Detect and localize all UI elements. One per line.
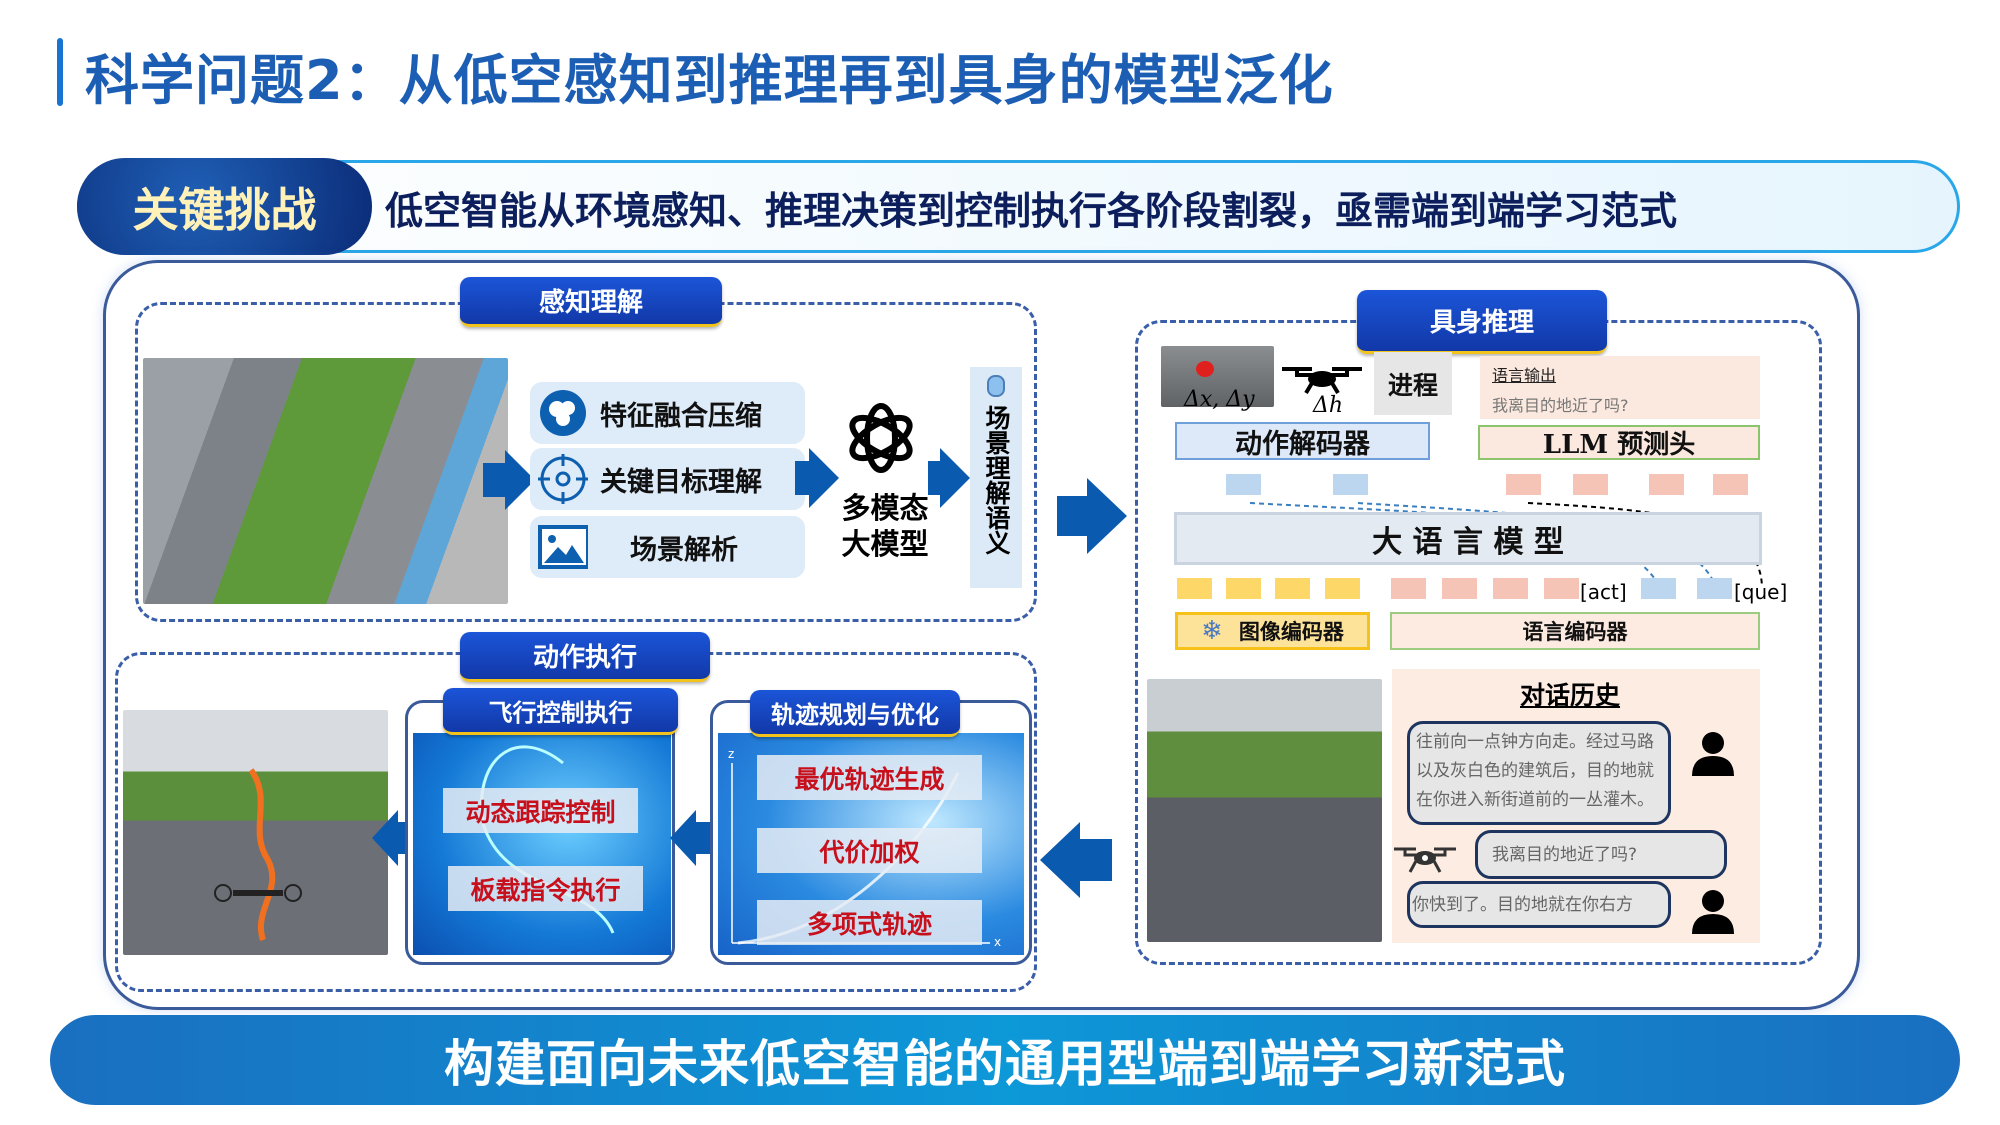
que-token-label: [que] [1734, 580, 1788, 604]
image-token [1226, 578, 1261, 599]
challenge-banner [77, 160, 1960, 253]
drone-icon [1392, 845, 1458, 877]
main-frame [103, 260, 1860, 1010]
target-icon [538, 454, 588, 504]
action-header: 动作执行 [460, 632, 710, 682]
embodied-header: 具身推理 [1357, 290, 1607, 354]
image-encoder-label: 图像编码器 [1238, 620, 1344, 644]
arrow-right-icon [928, 448, 970, 508]
polynomial-trajectory-label: 多项式轨迹 [757, 900, 982, 945]
action-decoder: 动作解码器 [1175, 422, 1430, 460]
arrow-left-icon [670, 810, 710, 866]
dialog-bubble-drone: 我离目的地近了吗? [1475, 830, 1727, 879]
language-output-text: 我离目的地近了吗? [1492, 396, 1629, 415]
scene-semantic-bar: 场景理解语义 [970, 367, 1022, 588]
optimal-trajectory-label: 最优轨迹生成 [757, 755, 982, 800]
action-token [1226, 474, 1261, 495]
image-token [1275, 578, 1310, 599]
model-line: 多模态 [841, 491, 929, 525]
feature-label: 场景解析 [630, 534, 738, 566]
text-token [1573, 474, 1608, 495]
arrow-right-icon [795, 448, 839, 508]
onboard-command-label: 板载指令执行 [448, 866, 643, 911]
perception-header: 感知理解 [460, 277, 722, 327]
feature-item: 特征融合压缩 [530, 382, 805, 444]
image-icon [538, 522, 588, 572]
model-line: 大模型 [841, 527, 929, 561]
arrow-right-icon [483, 450, 535, 510]
image-token [1325, 578, 1360, 599]
dialog-bubble-user: 往前向一点钟方向走。经过马路以及灰白色的建筑后，目的地就在你进入新街道前的一丛灌… [1407, 721, 1671, 825]
text-token [1506, 474, 1541, 495]
dialog-history-title: 对话历史 [1520, 681, 1621, 710]
arrow-right-icon [1057, 478, 1127, 554]
act-token-label: [act] [1580, 580, 1627, 604]
progress-box: 进程 [1374, 352, 1452, 415]
multimodal-model-label: 多模态大模型 [840, 490, 930, 562]
axis-x-label: x [994, 935, 1002, 949]
que-token [1697, 578, 1732, 599]
drone-icon [1280, 365, 1364, 399]
language-output-title: 语言输出 [1492, 366, 1557, 385]
dialog-bubble-user: 你快到了。目的地就在你右方 [1407, 881, 1671, 928]
delta-h-label: Δh [1313, 393, 1344, 418]
challenge-tag: 关键挑战 [77, 158, 372, 255]
scene-semantic-label: 场景理解语义 [982, 405, 1011, 555]
snowflake-icon: ❄ [1201, 616, 1223, 646]
image-token [1177, 578, 1212, 599]
title-accent-bar [57, 38, 63, 106]
person-icon [1690, 730, 1736, 780]
text-token [1649, 474, 1684, 495]
language-output-box: 语言输出 我离目的地近了吗? [1480, 356, 1760, 419]
text-token [1391, 578, 1426, 599]
aerial-street-photo [143, 358, 508, 604]
dynamic-tracking-label: 动态跟踪控制 [443, 788, 638, 833]
delta-xy-label: Δx, Δy [1184, 387, 1255, 412]
feature-label: 关键目标理解 [600, 466, 762, 498]
page-title: 科学问题2：从低空感知到推理再到具身的模型泛化 [85, 49, 1334, 112]
trajectory-header: 轨迹规划与优化 [750, 690, 960, 737]
openai-logo-icon [843, 398, 919, 482]
cost-weighting-label: 代价加权 [757, 828, 982, 873]
flight-control-header: 飞行控制执行 [443, 688, 678, 735]
indoor-photo [1161, 346, 1274, 407]
feature-item: 场景解析 [530, 516, 805, 578]
circles-icon [538, 388, 588, 438]
arrow-left-icon [1040, 822, 1112, 898]
challenge-text: 低空智能从环境感知、推理决策到控制执行各阶段割裂，亟需端到端学习范式 [385, 189, 1678, 233]
footer-banner: 构建面向未来低空智能的通用型端到端学习新范式 [50, 1015, 1960, 1105]
text-token [1442, 578, 1477, 599]
feature-label: 特征融合压缩 [600, 400, 762, 432]
feature-item: 关键目标理解 [530, 448, 805, 510]
action-token [1333, 474, 1368, 495]
image-encoder: ❄ 图像编码器 [1175, 612, 1370, 650]
crystal-icon [987, 375, 1005, 397]
large-language-model: 大 语 言 模 型 [1174, 512, 1762, 565]
person-icon [1690, 888, 1736, 938]
act-token [1641, 578, 1676, 599]
street-view-photo [1147, 679, 1382, 942]
flight-control-image [413, 733, 671, 955]
drone-road-photo [123, 710, 388, 955]
llm-prediction-head: LLM 预测头 [1478, 425, 1760, 460]
text-encoder: 语言编码器 [1390, 612, 1760, 650]
text-token [1544, 578, 1579, 599]
axis-z-label: z [728, 747, 735, 761]
text-token [1713, 474, 1748, 495]
text-token [1493, 578, 1528, 599]
